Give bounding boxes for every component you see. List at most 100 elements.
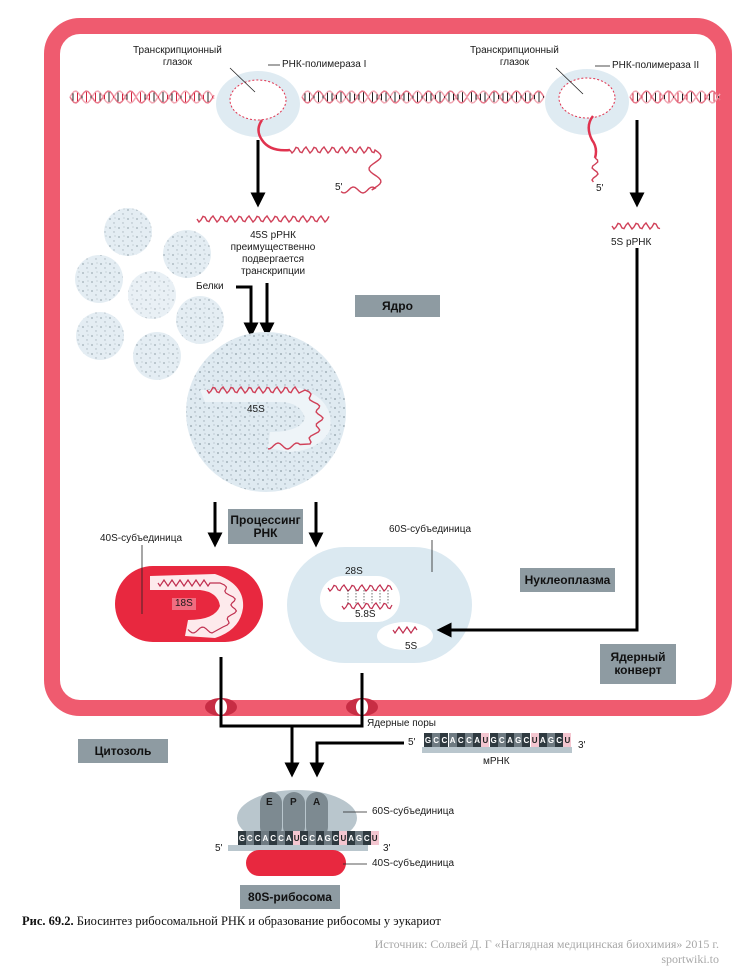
label-bubble-left: Транскрипционный глазок — [133, 45, 222, 68]
nucleolus — [186, 332, 346, 492]
rrna-18s-strand — [157, 578, 238, 634]
nucleotide: A — [347, 831, 356, 845]
nucleotide: U — [292, 831, 301, 845]
dna-strand — [629, 90, 721, 104]
protein-cluster — [75, 208, 224, 380]
mrna-three-prime: 3' — [578, 740, 586, 751]
caption-label: Рис. 69.2. — [22, 914, 74, 928]
ribosome-mrna-backbone — [228, 845, 368, 851]
nucleotide: G — [300, 831, 309, 845]
export-path-40s — [219, 657, 300, 778]
site-e-tunnel — [260, 792, 282, 838]
subunit-60s-cleft-5s — [377, 622, 433, 650]
dna-double-helix — [69, 90, 721, 104]
site-p-tunnel — [283, 792, 305, 838]
nucleotide: G — [514, 733, 523, 747]
label-40s-subunit: 40S-субъединица — [100, 533, 183, 544]
figure-caption: Рис. 69.2. Биосинтез рибосомальной РНК и… — [22, 914, 441, 929]
label-5-8s: 5.8S — [355, 609, 376, 620]
nucleotide: U — [339, 831, 348, 845]
label-28s: 28S — [345, 566, 363, 577]
bubble-pointer-right — [555, 67, 584, 95]
nucleotide: G — [424, 733, 432, 747]
nucleotide: G — [355, 831, 363, 845]
mrna-backbone — [422, 747, 572, 753]
label-nuclear-pores: Ядерные поры — [367, 718, 436, 729]
site-e-label: E — [266, 797, 273, 808]
rrna-45s-strand — [196, 214, 330, 224]
label-five-prime-left: 5' — [335, 182, 343, 193]
label-five-prime-right: 5' — [596, 183, 604, 194]
nucleotide: C — [269, 831, 278, 845]
source-line: Источник: Солвей Д. Г «Наглядная медицин… — [374, 937, 719, 951]
ribosome-label-60s: 60S-субъединица — [372, 806, 455, 817]
nucleotide: C — [465, 733, 473, 747]
subunit-40s-cleft — [150, 574, 244, 638]
ribosome-five-prime: 5' — [215, 843, 223, 854]
label-bubble-right: Транскрипционный глазок — [470, 45, 559, 68]
label-polymerase-1: РНК-полимераза I — [282, 59, 367, 70]
label-18s: 18S — [172, 598, 196, 610]
transcription-bubble-right — [545, 69, 629, 159]
dna-strand — [69, 90, 215, 104]
nucleotide: U — [481, 733, 490, 747]
region-nucleus: Ядро — [355, 295, 440, 317]
label-45s-rrna: 45S рРНК преимущественно подвергается тр… — [230, 230, 316, 277]
nucleotide: C — [456, 733, 465, 747]
arrow-proteins-to-nucleolus — [236, 285, 259, 338]
nucleotide: C — [253, 831, 262, 845]
nucleotide: G — [489, 733, 498, 747]
caption-text: Биосинтез рибосомальной РНК и образовани… — [76, 914, 441, 928]
nucleotide: A — [316, 831, 324, 845]
nucleotide: G — [547, 733, 555, 747]
site-a-label: A — [313, 797, 321, 808]
nucleotide: C — [362, 831, 371, 845]
ribosome-sites — [260, 792, 328, 838]
nucleotide: C — [331, 831, 340, 845]
label-5s-rrna: 5S рРНК — [611, 237, 652, 248]
nucleotide: U — [530, 733, 539, 747]
site-p-label: P — [290, 797, 297, 808]
source-site: sportwiki.to — [661, 952, 719, 966]
bubble-pointer-left — [229, 67, 256, 93]
rrna-base-pairing — [347, 590, 389, 605]
transcription-bubble-left — [216, 71, 300, 152]
nucleotide: G — [238, 831, 246, 845]
region-nucleoplasm: Нуклеоплазма — [520, 568, 615, 592]
nucleotide: C — [440, 733, 449, 747]
nucleotide: A — [448, 733, 457, 747]
label-5s-in-60s: 5S — [405, 641, 418, 652]
nucleotide: A — [538, 733, 547, 747]
ribosome-label-40s: 40S-субъединица — [372, 858, 455, 869]
nucleotide: A — [284, 831, 293, 845]
site-a-tunnel — [306, 792, 328, 838]
nascent-rna-right — [591, 157, 599, 183]
nucleotide: C — [245, 831, 254, 845]
nucleotide: A — [261, 831, 270, 845]
nucleotide: C — [308, 831, 317, 845]
rrna-28s-strand — [327, 584, 393, 592]
dna-strand — [629, 90, 721, 104]
nascent-rna-left — [289, 145, 382, 194]
nucleotide: C — [432, 733, 441, 747]
subunit-60s-cleft-28s — [320, 576, 400, 622]
dna-strand — [301, 90, 545, 104]
region-rna-processing: Процессинг РНК — [228, 509, 303, 544]
rrna-58s-strand — [341, 602, 393, 610]
mrna-five-prime: 5' — [408, 737, 416, 748]
label-mrna: мРНК — [483, 756, 510, 767]
nucleotide: C — [277, 831, 285, 845]
export-path-60s — [292, 673, 364, 728]
nucleolus-cleft — [200, 388, 331, 452]
rrna-45s-in-nucleolus — [206, 385, 324, 450]
rrna-5s-strand — [611, 221, 661, 231]
region-nuclear-envelope: Ядерный конверт — [600, 644, 676, 684]
label-polymerase-2: РНК-полимераза II — [612, 60, 700, 71]
ribosome-three-prime: 3' — [383, 843, 391, 854]
nucleotide: G — [323, 831, 332, 845]
label-60s-subunit: 60S-субъединица — [389, 524, 472, 535]
nucleotide: C — [522, 733, 531, 747]
nucleotide: U — [370, 831, 379, 845]
rrna-5s-in-60s — [392, 625, 418, 635]
